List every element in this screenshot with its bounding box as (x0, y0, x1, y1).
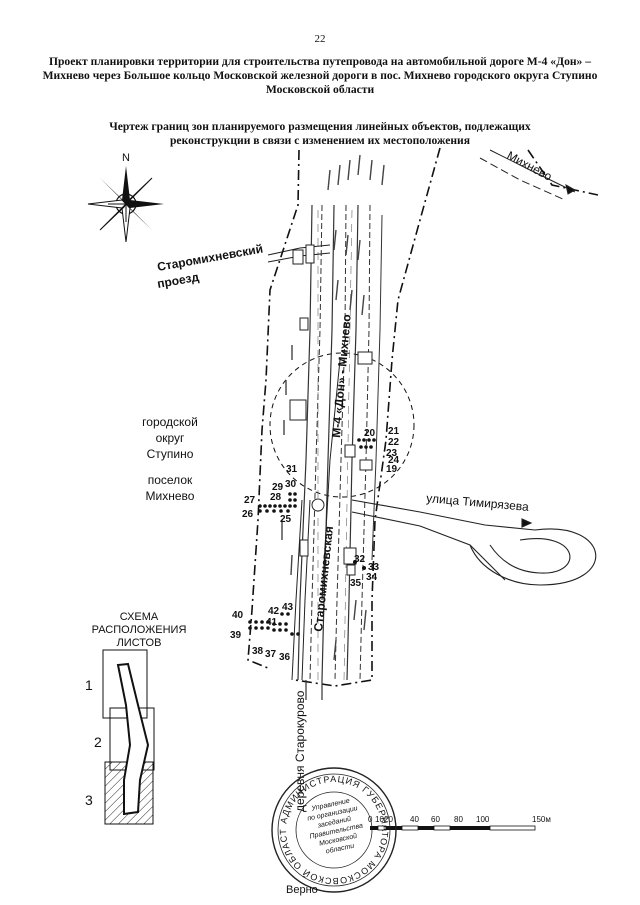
scale-tick-40: 40 (410, 815, 419, 824)
point-label-40: 40 (232, 610, 244, 621)
gorodskoy-label-line3: Ступино (147, 447, 194, 461)
poselok-label-line1: поселок (148, 473, 193, 487)
staromikhnevsky-label-line1: Старомихневский (156, 242, 264, 274)
point-label-19: 19 (386, 464, 398, 475)
point-label-26: 26 (242, 509, 254, 520)
buildings (289, 317, 373, 576)
verno-signature-label: Верно (286, 884, 318, 896)
point-label-42: 42 (268, 606, 280, 617)
sheet-layout-scheme: СХЕМА РАСПОЛОЖЕНИЯ ЛИСТОВ 1 2 3 (85, 611, 187, 825)
railway-tracks (297, 204, 383, 700)
gorodskoy-label-line2: округ (156, 431, 185, 445)
sheet-label-1: 1 (85, 677, 93, 693)
drawing-subtitle: Чертеж границ зон планируемого размещени… (109, 120, 531, 147)
sheet-label-2: 2 (94, 734, 102, 750)
point-label-38: 38 (252, 646, 264, 657)
staromikhnevskaya-label: Старомихневская (311, 525, 336, 632)
gorodskoy-label-line1: городской (142, 415, 198, 429)
point-label-25: 25 (280, 514, 292, 525)
official-stamp: АДМИНИСТРАЦИЯ ГУБЕРНАТОРА МОСКОВСКОЙ ОБЛ… (0, 0, 397, 893)
compass-rose-icon (87, 166, 164, 243)
sheet-scheme-title-line2: РАСПОЛОЖЕНИЯ (92, 624, 187, 636)
sheet-scheme-title-line1: СХЕМА (120, 611, 159, 623)
document-title: Проект планировки территории для строите… (42, 55, 598, 96)
point-label-30: 30 (285, 479, 297, 490)
staromikhnevsky-road (267, 244, 331, 265)
sheet-label-3: 3 (85, 792, 93, 808)
point-label-33: 33 (368, 562, 380, 573)
compass-north-label: N (122, 152, 130, 164)
point-label-20: 20 (364, 428, 376, 439)
timiryazeva-label: улица Тимирязева (426, 491, 530, 514)
timiryazeva-street (351, 499, 597, 586)
poselok-label-line2: Михнево (146, 489, 195, 503)
point-label-39: 39 (230, 630, 242, 641)
point-label-28: 28 (270, 492, 282, 503)
scale-tick-60: 60 (431, 815, 440, 824)
point-label-37: 37 (265, 649, 277, 660)
point-label-43: 43 (282, 602, 294, 613)
point-label-22: 22 (388, 437, 400, 448)
point-label-21: 21 (388, 426, 400, 437)
point-label-34: 34 (366, 572, 378, 583)
page-number: 22 (314, 33, 326, 45)
point-label-23: 23 (386, 448, 398, 459)
point-label-27: 27 (244, 495, 256, 506)
point-label-31: 31 (286, 464, 298, 475)
mikhnevo-road (479, 149, 577, 201)
point-label-41: 41 (266, 617, 278, 628)
staromikhnevskaya-street (291, 359, 341, 681)
planning-zone-boundary (247, 147, 599, 687)
sheet-scheme-title-line3: ЛИСТОВ (117, 637, 162, 649)
map-hatching (281, 154, 385, 661)
scale-tick-150: 150м (532, 815, 551, 824)
starokurovo-label: деревня Старокурово (293, 690, 307, 812)
scale-tick-100: 100 (476, 815, 490, 824)
point-number-labels: 19 20 21 22 23 24 25 26 27 28 29 30 31 3… (230, 426, 400, 663)
boundary-points (248, 438, 376, 636)
scale-bar: 0 10 20 40 60 80 100 150м (368, 815, 551, 831)
point-label-35: 35 (350, 578, 362, 589)
point-label-29: 29 (272, 482, 284, 493)
overpass-zone-circle (269, 352, 415, 498)
m4-road-label: М-4 «Дон» - Михнево (329, 314, 354, 439)
point-label-36: 36 (279, 652, 291, 663)
scale-tick-10: 10 (375, 815, 384, 824)
point-label-32: 32 (354, 554, 366, 565)
scale-tick-80: 80 (454, 815, 463, 824)
point-label-24: 24 (388, 455, 400, 466)
